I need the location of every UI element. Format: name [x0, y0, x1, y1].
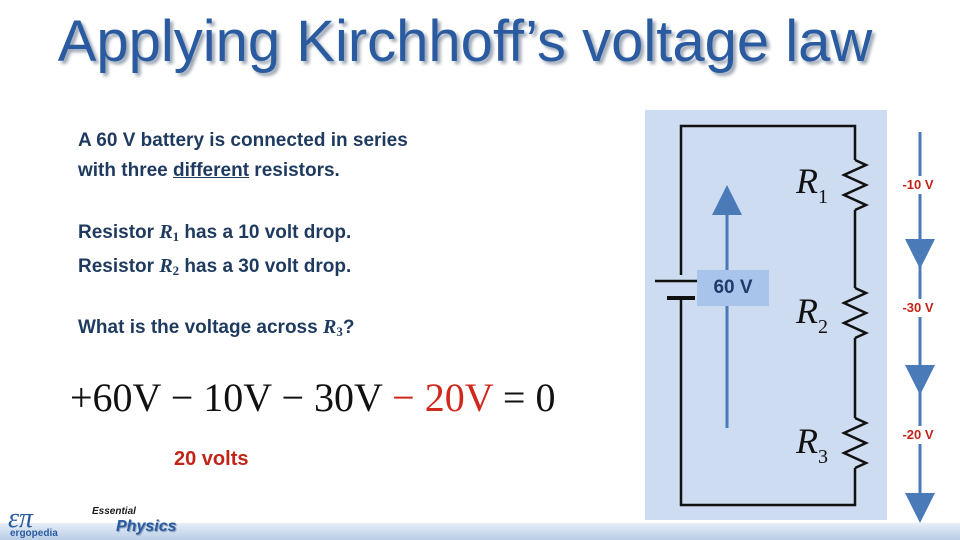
resistor-label-r3: R3: [796, 421, 828, 468]
resistor-r1: [840, 158, 870, 212]
wire-bottom: [679, 300, 857, 507]
wire-top: [679, 124, 857, 275]
voltage-drop-r1: -10 V: [902, 177, 934, 192]
resistor-label-r1: R1: [796, 161, 828, 208]
question: What is the voltage across R3?: [78, 316, 355, 339]
voltage-drop-r3: -20 V: [902, 427, 934, 442]
resistor-label-r2: R2: [796, 291, 828, 338]
answer-term: − 20V: [392, 375, 493, 420]
problem-line-2: with three different resistors.: [78, 160, 340, 181]
series-name-small: Essential: [92, 506, 136, 517]
battery-label: 60 V: [697, 270, 769, 306]
ergopedia-logo-symbol: επ: [8, 503, 34, 534]
resistor-r3: [840, 416, 870, 470]
footer-bar: [0, 523, 960, 540]
resistor-r2: [840, 286, 870, 340]
answer-text: 20 volts: [174, 448, 249, 470]
series-name-big: Physics: [116, 518, 177, 535]
voltage-drop-r2: -30 V: [902, 300, 934, 315]
slide-title: Applying Kirchhoff’s voltage law: [57, 9, 873, 74]
problem-line-1: A 60 V battery is connected in series: [78, 130, 408, 151]
r2-statement: Resistor R2 has a 30 volt drop.: [78, 255, 352, 278]
ergopedia-logo-text: ergopedia: [10, 528, 58, 539]
r1-statement: Resistor R1 has a 10 volt drop.: [78, 221, 352, 244]
kvl-equation: +60V − 10V − 30V − 20V = 0: [70, 375, 556, 420]
